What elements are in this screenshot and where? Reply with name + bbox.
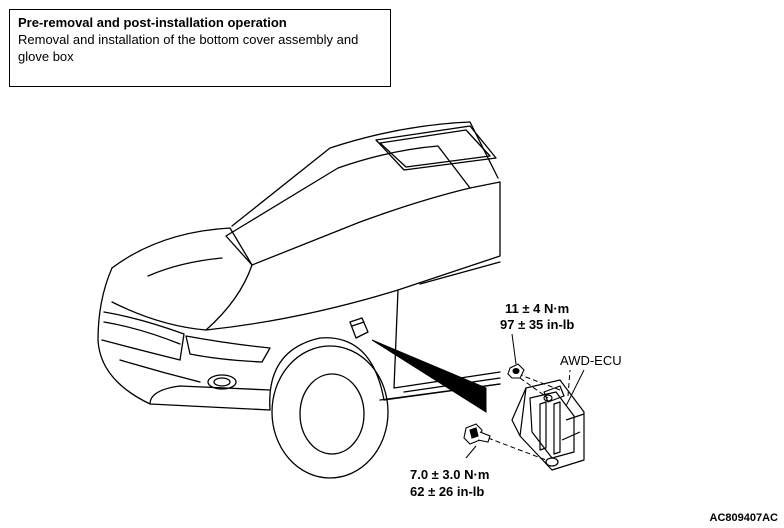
figure-id: AC809407AC bbox=[709, 512, 778, 524]
leader-lines bbox=[465, 333, 585, 459]
lower-torque-imperial: 62 ± 26 in-lb bbox=[410, 484, 485, 499]
upper-torque-metric: 11 ± 4 N·m bbox=[505, 301, 570, 316]
sunroof bbox=[375, 125, 497, 171]
procedure-title: Pre-removal and post-installation operat… bbox=[18, 15, 287, 30]
ecu-location-mark bbox=[349, 317, 369, 339]
front-bumper bbox=[97, 267, 271, 411]
install-guide-lines bbox=[487, 369, 571, 461]
headlamp bbox=[185, 335, 271, 363]
upper-torque-imperial: 97 ± 35 in-lb bbox=[500, 317, 575, 332]
grille bbox=[101, 311, 185, 361]
lower-bolt bbox=[463, 423, 491, 445]
lower-torque-metric: 7.0 ± 3.0 N·m bbox=[410, 467, 490, 482]
wheel-arch bbox=[269, 337, 385, 411]
fog-lamp bbox=[207, 374, 237, 390]
procedure-note-box: Pre-removal and post-installation operat… bbox=[9, 9, 391, 87]
roof-outline bbox=[231, 121, 499, 227]
front-tire bbox=[271, 345, 389, 479]
hood bbox=[111, 227, 253, 331]
awd-ecu-label: AWD-ECU bbox=[560, 353, 622, 368]
procedure-body: Removal and installation of the bottom c… bbox=[18, 32, 359, 64]
door-line bbox=[393, 289, 501, 389]
upper-nut bbox=[507, 363, 525, 379]
a-pillar bbox=[397, 181, 501, 291]
awd-ecu-assembly bbox=[511, 379, 585, 471]
pointer-wedge bbox=[371, 339, 487, 413]
